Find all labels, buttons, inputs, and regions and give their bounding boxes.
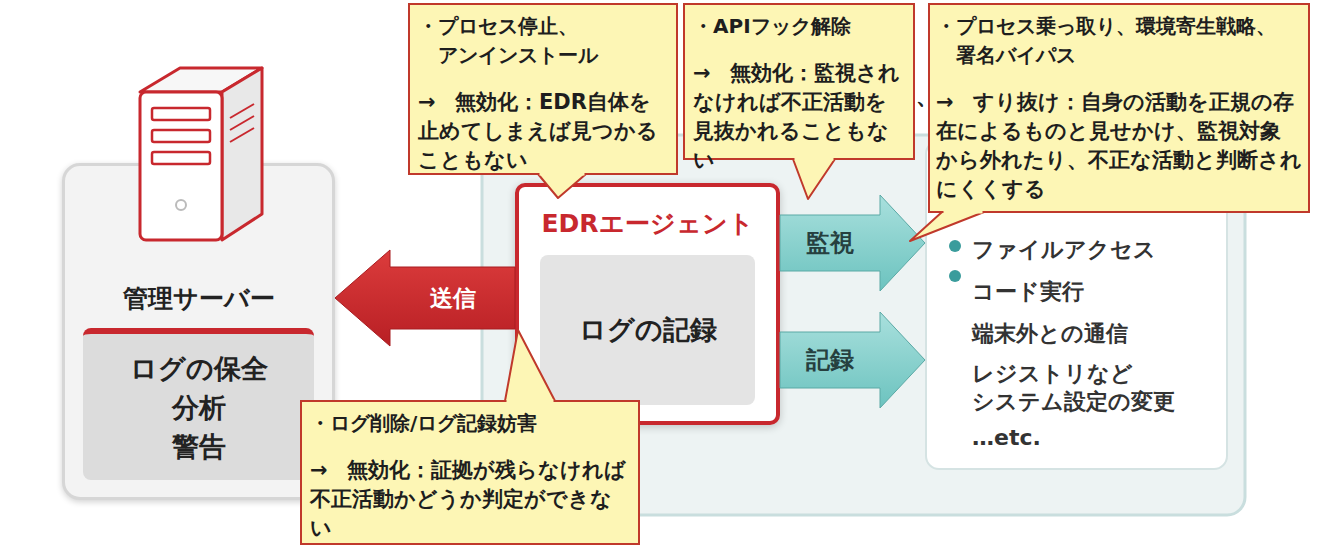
callout-body: → 無効化：監視されなければ不正活動を見抜かれることもない <box>693 59 905 175</box>
node-label: EDRエージェント <box>519 207 776 240</box>
node-label: ログの記録 <box>540 312 755 348</box>
edr-agent-box: EDRエージェントログの記録 <box>515 183 780 425</box>
server-box: 管理サーバーログの保全 分析 警告 <box>62 163 335 500</box>
callout-tail-join <box>540 173 585 176</box>
node-label: 端末外との通信 <box>972 320 1217 348</box>
callout-body: → 無効化：EDR自体を止めてしまえば見つかることもない <box>418 88 668 175</box>
server-slot <box>152 108 210 120</box>
callout-box: ・プロセス停止、 アンインストール → 無効化：EDR自体を止めてしまえば見つかる… <box>408 3 678 175</box>
callout-body: → 無効化：証拠が残らなければ不正活動かどうか判定ができない <box>310 456 630 543</box>
log-record-box: ログの記録 <box>540 255 755 405</box>
callout-heading: ・プロセス乗っ取り、環境寄生戦略、 署名バイパス <box>936 12 1302 70</box>
node-label: ログの保全 分析 警告 <box>124 349 274 466</box>
callout-tail <box>793 159 835 199</box>
edge-label: 監視 <box>806 227 854 259</box>
callout-body: → すり抜け：自身の活動を正規の存在によるものと見せかけ、監視対象から外れたり、… <box>936 88 1302 204</box>
callout-body-shape <box>301 401 639 544</box>
node-label: 管理サーバー <box>65 282 332 315</box>
callout-box: ・ログ削除/ログ記録妨害 → 無効化：証拠が残らなければ不正活動かどうか判定ができ… <box>300 400 640 545</box>
edge-label: 記録 <box>806 344 854 376</box>
log-storage-box: ログの保全 分析 警告 <box>83 328 314 480</box>
callout-body-shape <box>929 4 1309 212</box>
node-label: …etc. <box>972 424 1217 452</box>
callout-tail <box>538 174 586 198</box>
callout-box: ・プロセス乗っ取り、環境寄生戦略、 署名バイパス → すり抜け：自身の活動を正規の… <box>928 3 1310 213</box>
callout-tail <box>910 212 984 241</box>
block-arrow <box>335 250 515 346</box>
callout-tail <box>505 330 555 401</box>
callout-heading: ・APIフック解除 <box>693 12 905 41</box>
edge-label: 送信 <box>430 283 476 314</box>
server-top <box>140 68 262 92</box>
callout-tail-join <box>944 211 983 214</box>
block-arrow <box>780 312 925 408</box>
callout-heading: ・プロセス停止、 アンインストール <box>418 12 668 70</box>
callout-heading: ・ログ削除/ログ記録妨害 <box>310 409 630 438</box>
server-grill <box>230 104 254 118</box>
node-label: レジストリなど システム設定の変更 <box>972 360 1217 416</box>
callout-box: ・APIフック解除→ 無効化：監視されなければ不正活動を見抜かれることもない <box>683 3 915 160</box>
server-grill <box>230 128 254 142</box>
callout-tail-join <box>507 400 554 403</box>
node-label: コード実行 <box>972 278 1217 306</box>
node-label: ファイルアクセス <box>972 236 1217 264</box>
server-slot <box>152 130 210 142</box>
list-bullet <box>949 240 961 252</box>
callout-body-shape <box>409 4 677 174</box>
callout-tail-join <box>795 158 834 161</box>
list-bullet <box>949 270 961 282</box>
stray-mark: 、 <box>916 82 938 112</box>
server-grill <box>230 116 254 130</box>
block-arrow <box>780 195 925 291</box>
